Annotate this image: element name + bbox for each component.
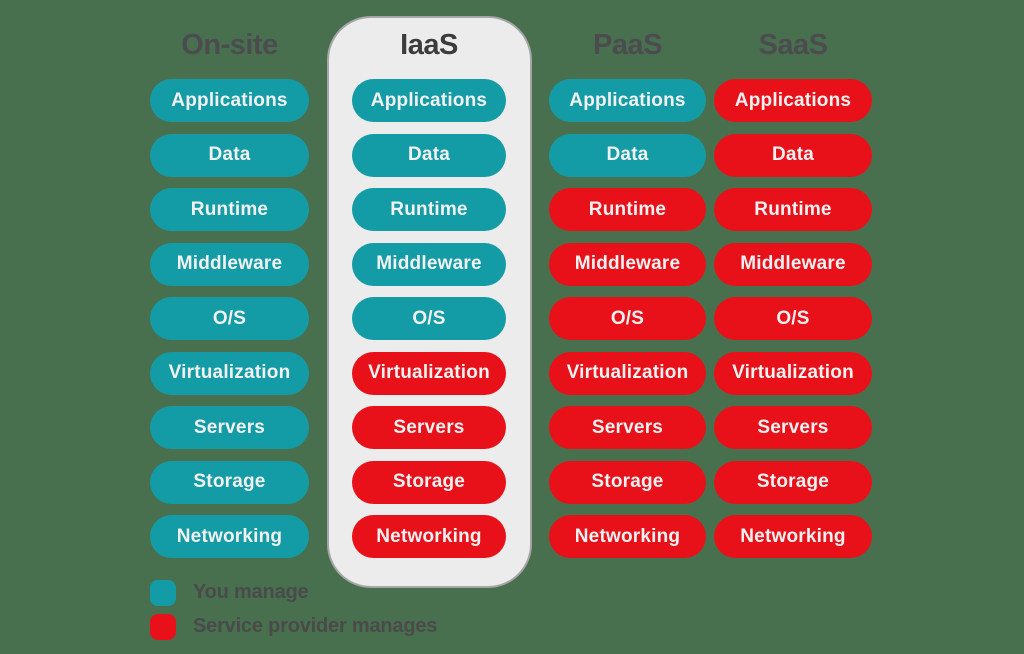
pill-saas-networking: Networking: [714, 515, 872, 558]
pill-paas-data: Data: [549, 133, 706, 177]
pill-on-site-data: Data: [150, 133, 309, 177]
pill-on-site-storage: Storage: [150, 460, 309, 504]
pill-paas-runtime: Runtime: [549, 188, 706, 231]
pill-paas-networking: Networking: [549, 515, 706, 558]
pill-iaas-o-s: O/S: [352, 297, 506, 340]
pill-saas-middleware: Middleware: [714, 242, 872, 286]
column-title-saas: SaaS: [758, 29, 828, 61]
pill-on-site-applications: Applications: [150, 79, 309, 122]
pill-saas-data: Data: [714, 133, 872, 177]
pill-paas-applications: Applications: [549, 79, 706, 122]
pill-iaas-data: Data: [352, 133, 506, 177]
pill-on-site-servers: Servers: [150, 406, 309, 449]
pill-paas-virtualization: Virtualization: [549, 351, 706, 395]
pill-iaas-virtualization: Virtualization: [352, 351, 506, 395]
legend-label-you-manage: You manage: [193, 581, 309, 603]
pill-saas-servers: Servers: [714, 406, 872, 449]
legend-item-provider-manages: Service provider manages: [150, 613, 437, 640]
pill-paas-middleware: Middleware: [549, 242, 706, 286]
pill-iaas-middleware: Middleware: [352, 242, 506, 286]
pill-saas-virtualization: Virtualization: [714, 351, 872, 395]
pill-iaas-applications: Applications: [352, 79, 506, 122]
legend-swatch-provider-manages: [150, 613, 176, 640]
pill-on-site-networking: Networking: [150, 515, 309, 558]
column-title-iaas: IaaS: [400, 29, 458, 61]
legend-swatch-you-manage: [150, 579, 176, 606]
pill-saas-applications: Applications: [714, 79, 872, 122]
pill-iaas-runtime: Runtime: [352, 188, 506, 231]
pill-on-site-runtime: Runtime: [150, 188, 309, 231]
pill-paas-servers: Servers: [549, 406, 706, 449]
pill-on-site-o-s: O/S: [150, 297, 309, 340]
column-title-on-site: On-site: [181, 29, 278, 61]
legend-item-you-manage: You manage: [150, 579, 437, 606]
pill-saas-storage: Storage: [714, 460, 872, 504]
legend-label-provider-manages: Service provider manages: [193, 615, 438, 637]
pill-saas-o-s: O/S: [714, 297, 872, 340]
pill-on-site-virtualization: Virtualization: [150, 351, 309, 395]
pill-on-site-middleware: Middleware: [150, 242, 309, 286]
pill-paas-storage: Storage: [549, 460, 706, 504]
pill-iaas-servers: Servers: [352, 406, 506, 449]
pill-paas-o-s: O/S: [549, 297, 706, 340]
column-title-paas: PaaS: [593, 29, 662, 61]
pill-saas-runtime: Runtime: [714, 188, 872, 231]
pill-iaas-storage: Storage: [352, 460, 506, 504]
pill-iaas-networking: Networking: [352, 515, 506, 558]
